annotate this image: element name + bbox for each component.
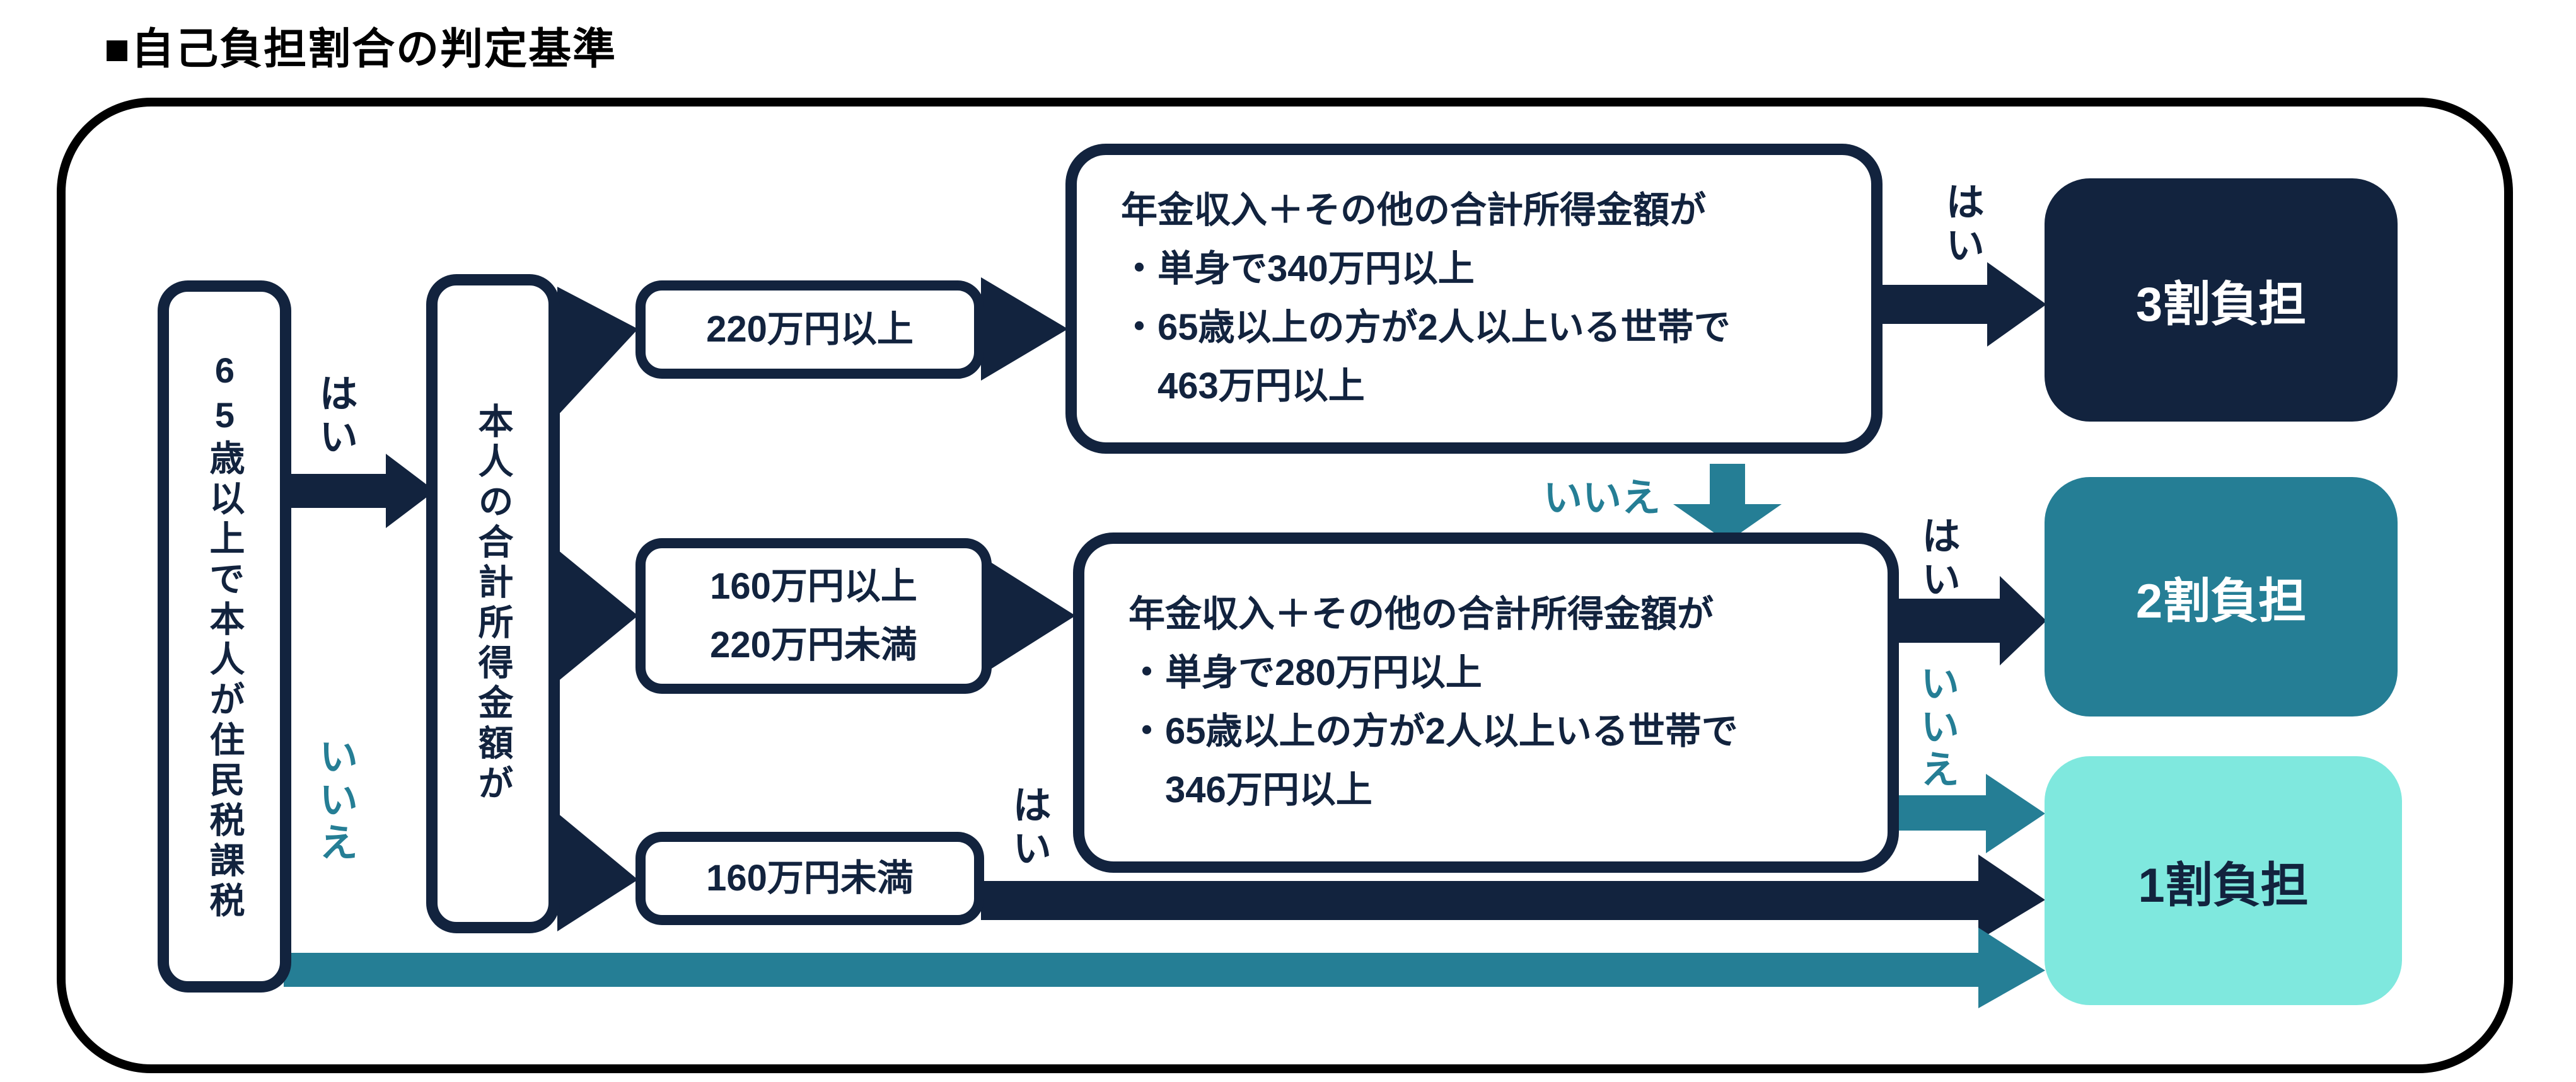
burden10-text: 1割負担 <box>2138 858 2309 912</box>
condition2-line4: 346万円以上 <box>1128 769 1372 810</box>
burden20-text: 2割負担 <box>2135 575 2307 628</box>
result-box-burden20: 2割負担 <box>2045 477 2398 717</box>
yes-label-under160: はい <box>1006 785 1050 871</box>
burden30-text: 3割負担 <box>2135 278 2307 331</box>
condition2-line1: 年金収入＋その他の合計所得金額が <box>1128 594 1714 635</box>
branch-160to220-line2: 220万円未満 <box>710 624 917 665</box>
branch-160to220-line1: 160万円以上 <box>710 565 917 607</box>
question1-text: 65歳以上で本人が住民税課税 <box>205 350 245 923</box>
page-title: ■自己負担割合の判定基準 <box>104 25 617 73</box>
condition1-box: 年金収入＋その他の合計所得金額が ・単身で340万円以上 ・65歳以上の方が2人… <box>1065 144 1883 454</box>
condition2-box: 年金収入＋その他の合計所得金額が ・単身で280万円以上 ・65歳以上の方が2人… <box>1073 532 1899 873</box>
no-label-q1: いいえ <box>313 736 357 865</box>
no-arrow-condition1-to-condition2-icon <box>1673 464 1782 542</box>
condition1-line3: ・65歳以上の方が2人以上いる世帯で <box>1121 307 1731 348</box>
no-label-condition2: いいえ <box>1914 663 1958 792</box>
condition1-line4: 463万円以上 <box>1121 365 1365 406</box>
arrow-high-to-condition1-icon <box>981 277 1068 381</box>
arrow-mid-to-condition2-icon <box>989 561 1076 670</box>
branch-box-160to220: 160万円以上 220万円未満 <box>635 538 992 694</box>
branch-box-over220: 220万円以上 <box>635 280 984 379</box>
question2-box: 本人の合計所得金額が <box>426 274 560 933</box>
yes-label-q1: はい <box>313 373 357 459</box>
branch-over220-text: 220万円以上 <box>706 308 914 350</box>
condition1-line1: 年金収入＋その他の合計所得金額が <box>1121 190 1707 231</box>
no-arrow-condition2-to-burden10-icon <box>1896 774 2045 853</box>
branch-box-under160: 160万円未満 <box>635 832 984 925</box>
no-arrow-q1-to-burden10-icon <box>284 928 2045 1008</box>
question2-text: 本人の合計所得金額が <box>473 402 513 805</box>
yes-arrow-low-to-burden10-icon <box>981 855 2045 940</box>
yes-arrow-q1-to-q2-icon <box>287 454 435 528</box>
branch-pointer-high-icon <box>557 287 638 416</box>
yes-label-condition2: はい <box>1915 515 1959 602</box>
branch-pointer-low-icon <box>557 813 638 931</box>
result-box-burden30: 3割負担 <box>2045 178 2398 422</box>
result-box-burden10: 1割負担 <box>2045 756 2402 1005</box>
condition1-line2: ・単身で340万円以上 <box>1121 248 1475 290</box>
no-label-condition1: いいえ <box>1543 476 1661 520</box>
condition2-line3: ・65歳以上の方が2人以上いる世帯で <box>1128 711 1738 752</box>
yes-arrow-condition1-to-burden30-icon <box>1882 262 2046 347</box>
branch-under160-text: 160万円未満 <box>706 857 914 899</box>
condition2-line2: ・単身で280万円以上 <box>1128 652 1482 694</box>
yes-arrow-condition2-to-burden20-icon <box>1899 576 2046 665</box>
question1-box: 65歳以上で本人が住民税課税 <box>158 280 291 993</box>
branch-pointer-mid-icon <box>557 550 638 682</box>
yes-label-condition1: はい <box>1939 181 1983 268</box>
